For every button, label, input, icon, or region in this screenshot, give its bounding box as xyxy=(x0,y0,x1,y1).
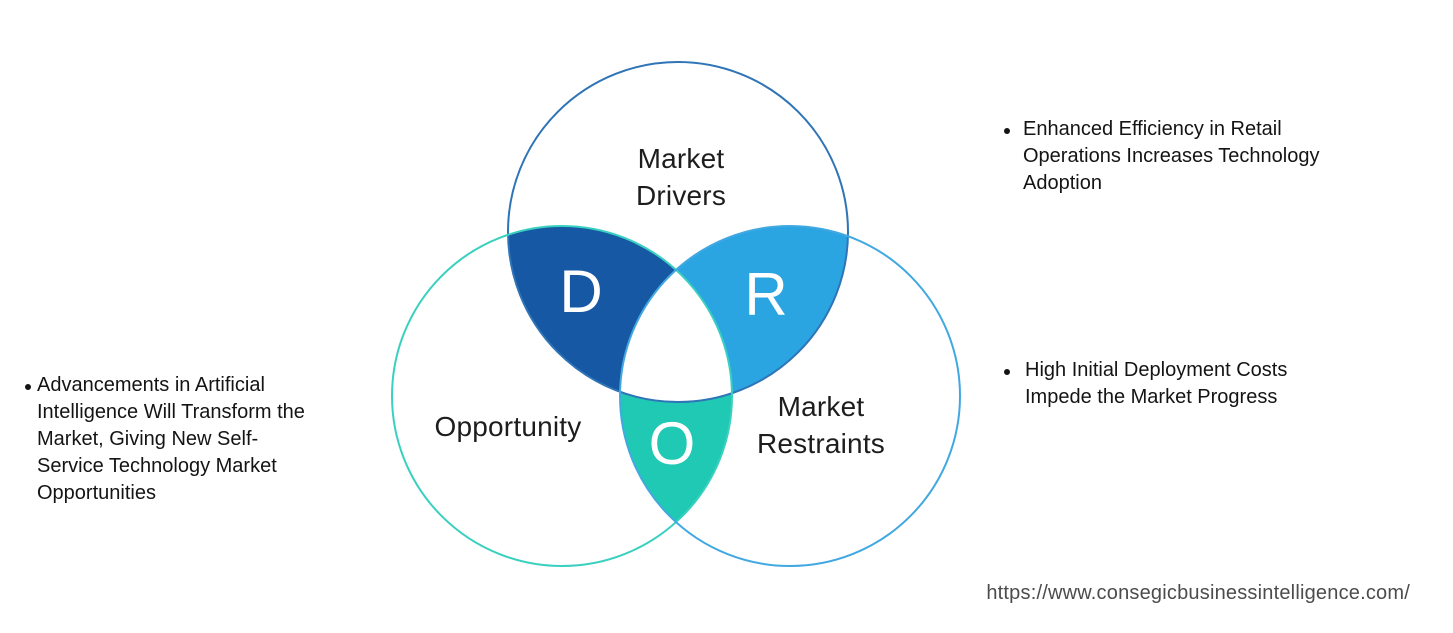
annotation-restraint-text: High Initial Deployment Costs Impede the… xyxy=(1025,359,1288,408)
circle-market-drivers xyxy=(507,61,849,403)
annotation-driver: Enhanced Efficiency in Retail Operations… xyxy=(1004,116,1319,197)
annotation-driver-text: Enhanced Efficiency in Retail Operations… xyxy=(1023,118,1320,194)
circle-opportunity xyxy=(391,225,733,567)
letter-r: R xyxy=(744,261,787,328)
label-market-drivers: Market Drivers xyxy=(635,143,727,211)
annotation-opportunity: Advancements in Artificial Intelligence … xyxy=(25,372,305,507)
label-opportunity: Opportunity xyxy=(434,411,582,442)
bullet-dot xyxy=(1004,128,1010,134)
bullet-dot xyxy=(1004,369,1010,375)
letter-d: D xyxy=(559,258,602,325)
label-market-restraints: Market Restraints xyxy=(756,391,886,459)
annotation-opportunity-text: Advancements in Artificial Intelligence … xyxy=(37,374,305,504)
bullet-dot xyxy=(25,384,31,390)
annotation-restraint: High Initial Deployment Costs Impede the… xyxy=(1004,357,1287,411)
letter-o: O xyxy=(649,410,696,477)
website-url: https://www.consegicbusinessintelligence… xyxy=(986,582,1410,604)
region-opportunity-restraints xyxy=(620,226,732,566)
circle-market-restraints xyxy=(619,225,961,567)
